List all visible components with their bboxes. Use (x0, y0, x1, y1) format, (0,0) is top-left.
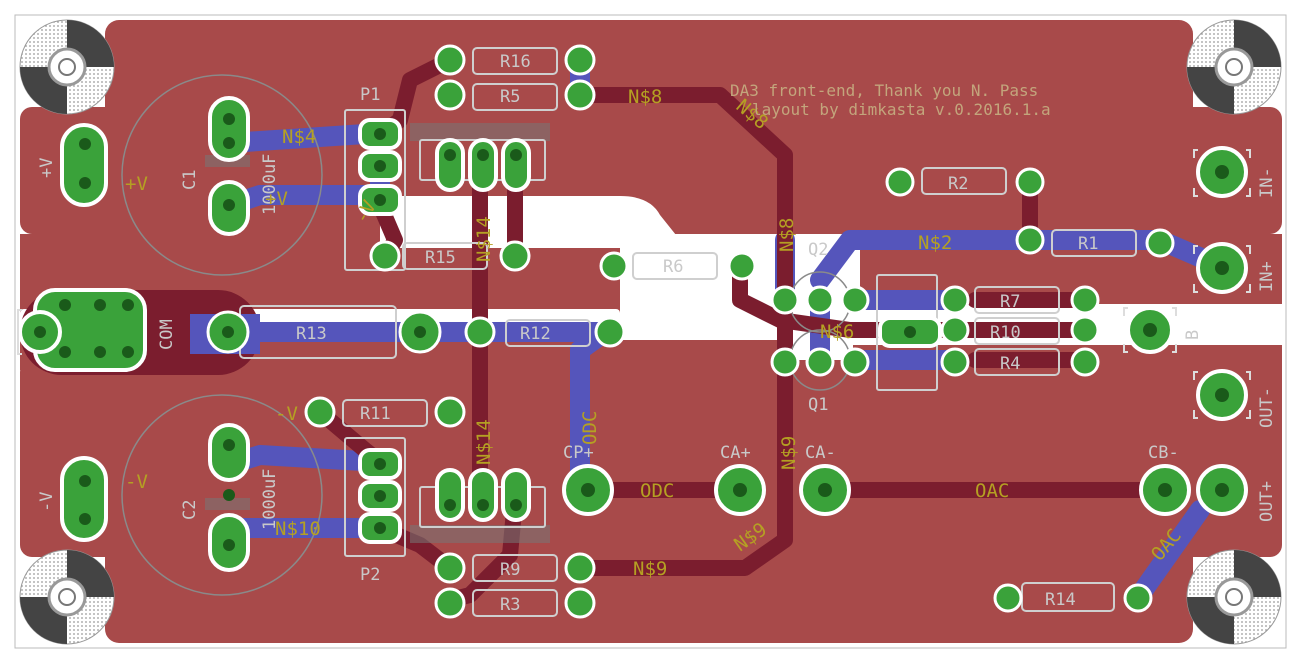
label-q1: Q1 (808, 395, 828, 415)
mount-hole-tr (1186, 19, 1282, 115)
label-r11: R11 (360, 404, 391, 424)
board-outline (14, 14, 1287, 649)
net-mv1: -V (125, 471, 148, 493)
net-pv2: +V (265, 188, 288, 210)
net-n9c: N$9 (633, 558, 667, 580)
label-r14: R14 (1045, 590, 1076, 610)
label-p2: P2 (360, 565, 380, 585)
label-c2: C2 (180, 500, 200, 520)
net-n6: N$6 (820, 321, 854, 343)
mount-hole-tl (19, 19, 115, 115)
net-pv1: +V (125, 173, 148, 195)
label-r12: R12 (520, 324, 551, 344)
net-oac-h: OAC (975, 480, 1009, 502)
connector-labels: IN- IN+ OUT- OUT+ B CA+ CA- CB- CP+ +V -… (37, 158, 1277, 522)
label-cp-plus: CP+ (563, 443, 594, 463)
label-r15: R15 (425, 248, 456, 268)
net-n9a: N$9 (778, 436, 800, 470)
capacitor-outlines (121, 74, 851, 596)
label-r10: R10 (990, 323, 1021, 343)
label-b: B (1183, 330, 1203, 340)
net-odc-h: ODC (640, 480, 674, 502)
pads (18, 44, 1248, 619)
part-labels: R16 R5 R2 R1 R15 R6 R13 R12 R7 R10 R4 R1… (157, 52, 1098, 615)
net-n10: N$10 (275, 518, 321, 540)
label-r13: R13 (296, 324, 327, 344)
label-in-minus: IN- (1257, 167, 1277, 198)
label-pv-connector: +V (37, 158, 57, 178)
label-out-minus: OUT- (1257, 387, 1277, 428)
mount-hole-br (1186, 549, 1282, 645)
label-r7: R7 (1000, 292, 1020, 312)
label-r2: R2 (948, 174, 968, 194)
mount-hole-bl (19, 549, 115, 645)
title-line-1: DA3 front-end, Thank you N. Pass (730, 81, 1038, 100)
label-com: COM (157, 319, 177, 350)
net-n14a: N$14 (473, 216, 495, 262)
label-q2: Q2 (808, 240, 828, 260)
connector-brackets (17, 149, 1251, 419)
label-c1: C1 (180, 170, 200, 190)
net-n4: N$4 (282, 126, 316, 148)
label-r5: R5 (500, 87, 520, 107)
label-p1: P1 (360, 85, 380, 105)
label-out-plus: OUT+ (1257, 481, 1277, 522)
title-line-2: layout by dimkasta v.0.2016.1.a (752, 100, 1051, 119)
board-title: DA3 front-end, Thank you N. Pass layout … (730, 81, 1051, 119)
label-r4: R4 (1000, 354, 1020, 374)
label-r16: R16 (500, 52, 531, 72)
label-r9: R9 (500, 560, 520, 580)
label-r3: R3 (500, 595, 520, 615)
net-n8c: N$8 (776, 218, 798, 252)
label-cb-minus: CB- (1148, 443, 1179, 463)
mounting-holes (19, 19, 1282, 645)
label-ca-minus: CA- (805, 443, 836, 463)
label-in-plus: IN+ (1257, 261, 1277, 292)
net-mv2: -V (275, 403, 298, 425)
label-r6: R6 (663, 257, 683, 277)
label-ca-plus: CA+ (720, 443, 751, 463)
net-odc-v: ODC (579, 411, 601, 445)
net-n2: N$2 (918, 232, 952, 254)
label-c2-value: 1000uF (260, 469, 280, 530)
label-mv-connector: -V (37, 492, 57, 512)
net-n14b: N$14 (473, 419, 495, 465)
label-r1: R1 (1078, 234, 1098, 254)
net-n8a: N$8 (628, 86, 662, 108)
label-c1-value: 1000uF (260, 154, 280, 215)
